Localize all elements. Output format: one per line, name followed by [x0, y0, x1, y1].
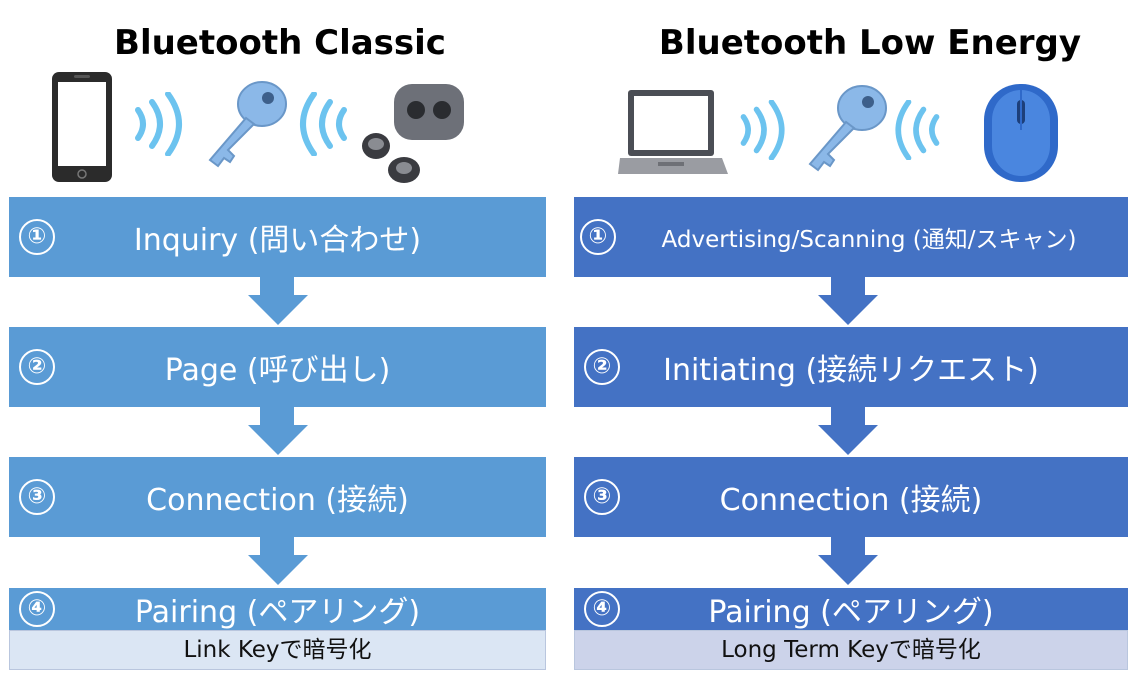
left-step-3: ③ Connection (接続) [9, 457, 546, 537]
left-step-2: ② Page (呼び出し) [9, 327, 546, 407]
down-arrow [260, 537, 294, 555]
right-encryption-note: Long Term Keyで暗号化 [574, 630, 1128, 670]
step-number-badge: ④ [19, 591, 55, 627]
step-number-badge: ② [584, 349, 620, 385]
left-title: Bluetooth Classic [114, 23, 446, 63]
step-label: Advertising/Scanning (通知/スキャン) [661, 227, 1077, 253]
signal-waves-icon [740, 100, 785, 160]
step-label: Pairing (ペアリング) [134, 595, 421, 630]
step-label: Inquiry (問い合わせ) [133, 223, 422, 258]
step-number-badge: ② [19, 349, 55, 385]
down-arrowhead [248, 295, 308, 325]
down-arrowhead [818, 425, 878, 455]
left-step-1: ① Inquiry (問い合わせ) [9, 197, 546, 277]
right-title: Bluetooth Low Energy [658, 23, 1082, 63]
down-arrowhead [818, 555, 878, 585]
right-step-2: ② Initiating (接続リクエスト) [574, 327, 1128, 407]
step-label: Connection (接続) [146, 483, 409, 518]
step-number-badge: ④ [584, 591, 620, 627]
step-label: Page (呼び出し) [164, 353, 391, 388]
left-step-4: ④ Pairing (ペアリング) [9, 588, 546, 630]
step-label: Initiating (接続リクエスト) [663, 353, 1039, 388]
signal-waves-icon [895, 100, 940, 160]
left-encryption-note: Link Keyで暗号化 [9, 630, 546, 670]
right-step-4: ④ Pairing (ペアリング) [574, 588, 1128, 630]
down-arrow [260, 407, 294, 425]
down-arrow [831, 277, 865, 295]
down-arrowhead [248, 555, 308, 585]
key-icon [208, 81, 287, 168]
step-label: Connection (接続) [719, 483, 983, 518]
smartphone-icon [52, 72, 112, 182]
right-step-1: ① Advertising/Scanning (通知/スキャン) [574, 197, 1128, 277]
down-arrow [831, 537, 865, 555]
laptop-icon [618, 90, 728, 174]
mouse-icon [984, 84, 1058, 182]
step-number-badge: ③ [19, 479, 55, 515]
signal-waves-icon [300, 92, 347, 156]
right-step-3: ③ Connection (接続) [574, 457, 1128, 537]
step-label: Pairing (ペアリング) [708, 595, 994, 630]
down-arrow [831, 407, 865, 425]
key-icon [808, 85, 887, 172]
earbuds-icon [362, 84, 464, 183]
down-arrowhead [248, 425, 308, 455]
step-number-badge: ① [580, 219, 616, 255]
step-number-badge: ① [19, 219, 55, 255]
step-number-badge: ③ [584, 479, 620, 515]
down-arrowhead [818, 295, 878, 325]
signal-waves-icon [135, 92, 182, 156]
down-arrow [260, 277, 294, 295]
